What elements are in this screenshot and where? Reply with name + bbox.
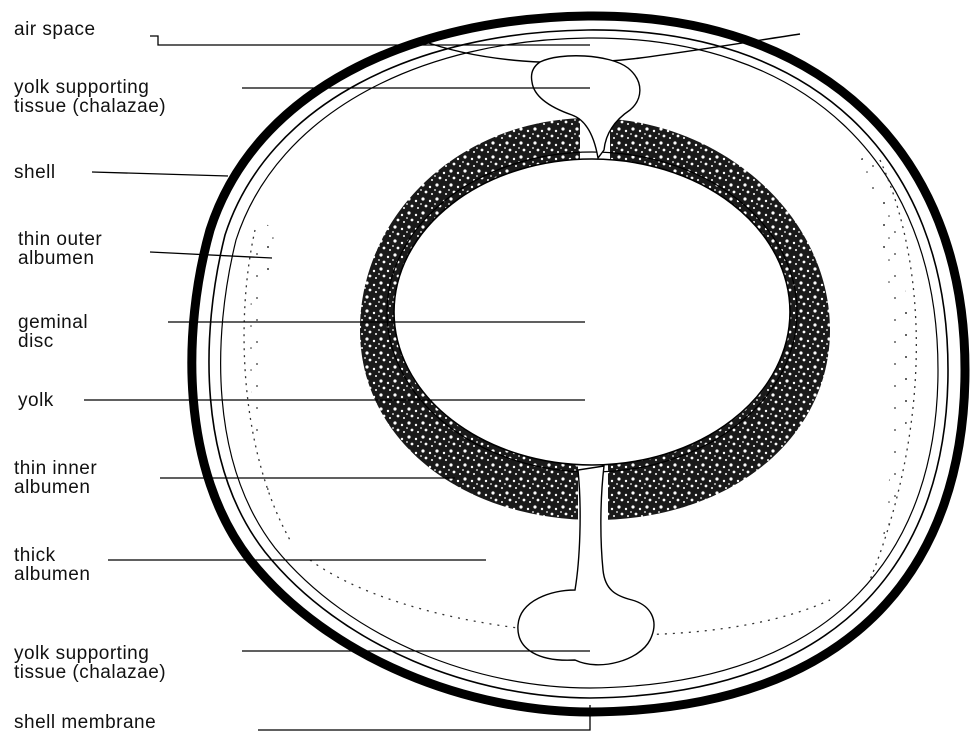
label-air-space: air space: [14, 20, 96, 39]
label-yolk: yolk: [18, 391, 54, 410]
leader-shell: [92, 172, 228, 176]
label-shell-membrane: shell membrane: [14, 713, 156, 732]
label-shell: shell: [14, 163, 56, 182]
yolk-circle: [394, 159, 790, 465]
